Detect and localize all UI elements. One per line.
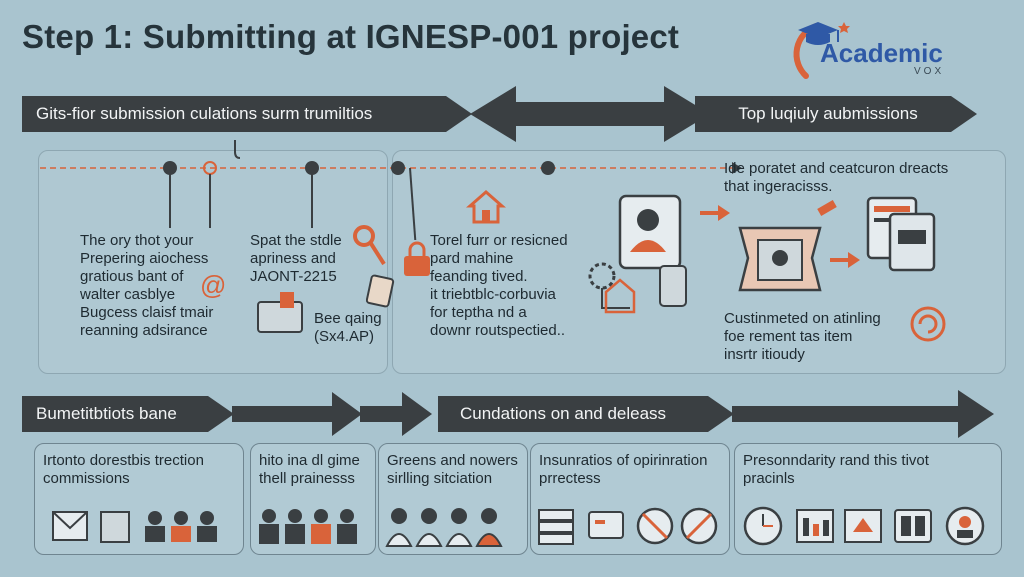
double-arrow-icon xyxy=(470,86,710,142)
cell-text: hito ina dl gime xyxy=(259,452,360,469)
logo-sub: VOX xyxy=(914,66,945,77)
hammer-icon xyxy=(817,200,837,216)
col3-line: pard mahine xyxy=(430,250,514,267)
timeline-col2: Spat the stdle apriness and JAONT-2215 xyxy=(250,232,342,286)
right-top-text: Ide poratet and ceatcuron dreacts that i… xyxy=(724,160,948,196)
cell-text: thell prainesss xyxy=(259,470,355,487)
logo-name: Academic xyxy=(820,38,943,68)
cell-text: sirlling sitciation xyxy=(387,470,493,487)
col2-line: apriness and xyxy=(250,250,336,267)
step-cell-5: Presonndarity rand this tivot pracinls xyxy=(734,443,1002,555)
cell-text: Irtonto dorestbis trection xyxy=(43,452,204,469)
col3-line: downr routspectied.. xyxy=(430,322,566,339)
cell-text: Presonndarity rand this tivot xyxy=(743,452,929,469)
col3-line: Torel furr or resicned xyxy=(430,232,568,249)
col2-line: Spat the stdle xyxy=(250,232,342,249)
bottom-banner-mid: Cundations on and deleass xyxy=(438,396,734,432)
right-top-line: Ide poratet and ceatcuron dreacts xyxy=(724,160,949,177)
right-bottom-text: Custinmeted on atinling foe rement tas i… xyxy=(724,310,881,364)
col2b-line: Bee qaing xyxy=(314,310,382,327)
step-cell-2: hito ina dl gime thell prainesss xyxy=(250,443,376,555)
phone-icon xyxy=(366,274,395,308)
refresh-icon xyxy=(910,306,946,342)
col3-line: feanding tived. xyxy=(430,268,528,285)
col1-line: walter casblye xyxy=(80,286,176,303)
lock-icon xyxy=(404,241,430,276)
timeline-panel-left xyxy=(38,150,388,374)
col1-line: Bugcess claisf tmair xyxy=(80,304,214,321)
top-banner-left-label: Gits-fior submission culations surm trum… xyxy=(36,104,373,123)
right-bottom-line: foe rement tas item xyxy=(724,328,853,345)
arrow-right-icon xyxy=(700,205,730,221)
cell-text: prrectess xyxy=(539,470,601,487)
cell-5-icons xyxy=(743,506,985,546)
arrow-right-icon-2 xyxy=(830,252,860,268)
clipboard-icon xyxy=(866,196,936,272)
col2b-line: (Sx4.AP) xyxy=(314,328,375,345)
top-banner-right: Top luqiuly aubmissions xyxy=(695,96,977,132)
col1-line: gratious bant of xyxy=(80,268,184,285)
cell-3-people-icons xyxy=(385,508,503,547)
col1-line: The ory thot your xyxy=(80,232,194,249)
at-sign-icon: @ xyxy=(200,270,227,300)
cell-text: Insunratios of opirinration xyxy=(539,452,708,469)
cell-2-people-icons xyxy=(259,509,357,544)
folder-icon xyxy=(257,292,303,333)
arrow-chain-1 xyxy=(232,392,432,436)
timeline-col1: The ory thot your Prepering aiochess gra… xyxy=(80,232,213,340)
arrow-chain-2 xyxy=(732,390,994,438)
col2-line: JAONT-2215 xyxy=(250,268,337,285)
col3-line: for teptha nd a xyxy=(430,304,527,321)
academic-vox-logo xyxy=(793,22,850,79)
house-icon xyxy=(466,190,506,224)
timeline-line xyxy=(40,140,742,240)
cell-text: Greens and nowers xyxy=(387,452,518,469)
key-icon xyxy=(353,225,386,266)
col1-line: Prepering aiochess xyxy=(80,250,209,267)
step-cell-1: Irtonto dorestbis trection commissions xyxy=(34,443,244,555)
bottom-banner-mid-label: Cundations on and deleass xyxy=(460,404,667,423)
timeline-col3: Torel furr or resicned pard mahine feand… xyxy=(430,232,568,340)
step-cell-3: Greens and nowers sirlling sitciation xyxy=(378,443,528,555)
right-top-line: that ingeracisss. xyxy=(724,178,833,195)
top-banner-right-label: Top luqiuly aubmissions xyxy=(738,104,918,123)
cell-4-icons xyxy=(538,507,718,545)
step-cell-4: Insunratios of opirinration prrectess xyxy=(530,443,730,555)
bottom-banner-left-label: Bumetitbtiots bane xyxy=(36,404,177,423)
top-banner-left: Gits-fior submission culations surm trum… xyxy=(22,96,472,132)
right-bottom-line: insrtr itioudy xyxy=(724,346,805,363)
cell-1-icons xyxy=(52,511,217,543)
page-title: Step 1: Submitting at IGNESP-001 project xyxy=(22,18,680,55)
timeline-col2b: Bee qaing (Sx4.AP) xyxy=(314,310,382,346)
cell-text: pracinls xyxy=(743,470,795,487)
id-card-illustration xyxy=(588,194,687,314)
bottom-banner-left: Bumetitbtiots bane xyxy=(22,396,234,432)
col1-line: reanning adsirance xyxy=(80,322,208,339)
cell-text: commissions xyxy=(43,470,130,487)
col3-line: it triebtblc-corbuvia xyxy=(430,286,556,303)
right-bottom-line: Custinmeted on atinling xyxy=(724,310,881,327)
certificate-stamp-icon xyxy=(738,226,822,292)
